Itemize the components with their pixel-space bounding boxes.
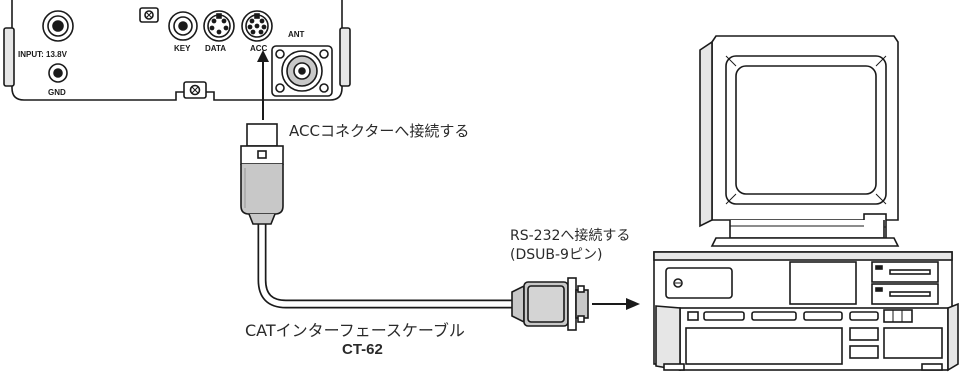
acc-insert-arrow [257,50,269,120]
rs232-callout-line1: RS-232へ接続する [510,228,631,244]
cable-name-label: CATインターフェースケーブル [245,321,465,340]
antenna-connector [271,45,333,97]
radio-rear-panel [3,0,351,101]
acc-plug [240,123,284,225]
data-label: DATA [205,44,227,53]
crt-monitor [699,35,900,247]
rs232-callout-line2: (DSUB-9ピン) [510,247,603,263]
data-connector [203,10,235,42]
ant-label: ANT [288,30,305,39]
cat-cable [240,123,589,331]
acc-label: ACC [250,44,268,53]
key-jack [168,11,198,41]
panel-right-bracket [339,27,351,87]
gnd-terminal [48,63,68,83]
dsub9-plug [511,277,589,331]
power-input-jack [42,10,74,42]
gnd-label: GND [48,88,66,97]
to-pc-arrow [592,298,640,310]
personal-computer [653,35,959,372]
desktop-case [653,251,959,372]
input-label: INPUT: 13.8V [18,50,67,59]
cable-model-label: CT-62 [342,341,383,358]
key-label: KEY [174,44,191,53]
acc-connect-callout: ACCコネクターへ接続する [289,122,470,140]
acc-connector [241,10,273,42]
panel-left-bracket [3,27,15,87]
